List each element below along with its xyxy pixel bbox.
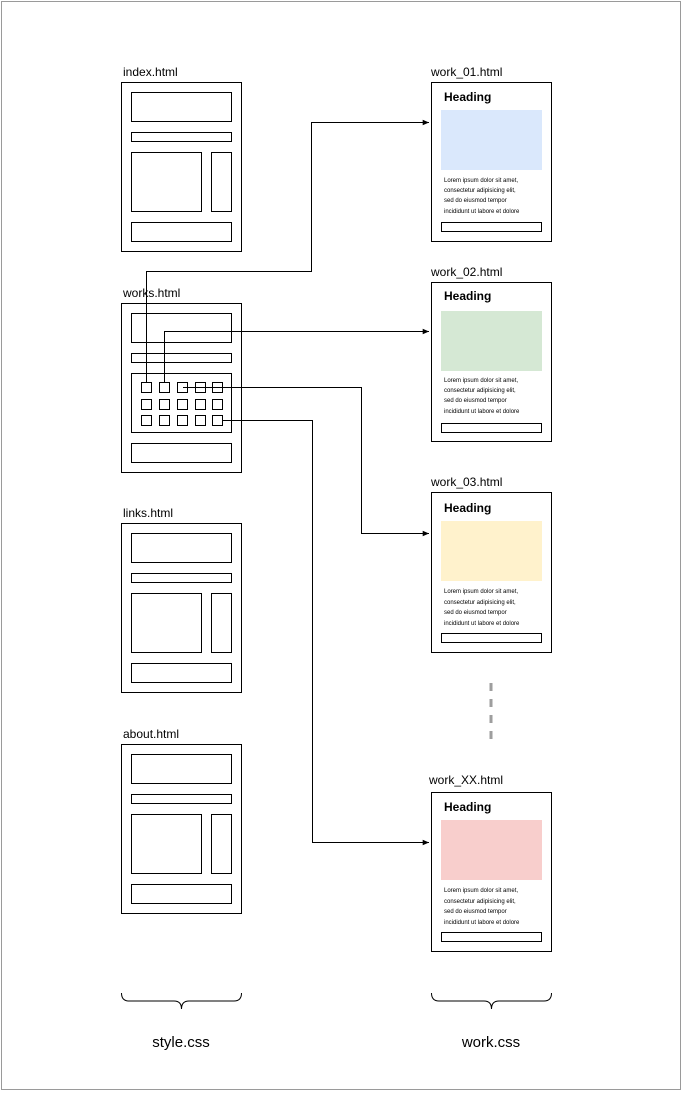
work-thumbnail	[177, 415, 188, 426]
work-css-label: work.css	[461, 1034, 520, 1051]
work-page-label: work_XX.html	[428, 773, 503, 787]
work-body-line: Lorem ipsum dolor sit amet,	[444, 378, 518, 384]
work-body-line: incididunt ut labore et dolore	[444, 621, 520, 627]
link-arrow-work-01	[146, 119, 429, 383]
main-content-block	[131, 814, 202, 874]
style-css-brace	[121, 992, 242, 1010]
work-body-line: consectetur adipisicing elit,	[444, 388, 516, 394]
nav-bar	[131, 132, 232, 142]
link-arrow-work-03	[183, 387, 429, 537]
header-block	[131, 533, 232, 563]
work-body-line: incididunt ut labore et dolore	[444, 409, 520, 415]
work-footer-bar	[441, 932, 542, 942]
work-xx-page-wireframe: work_XX.html Heading Lorem ipsum dolor s…	[428, 773, 552, 952]
work-body-line: incididunt ut labore et dolore	[444, 209, 520, 215]
work-01-page-wireframe: work_01.html Heading Lorem ipsum dolor s…	[430, 65, 552, 242]
work-heading: Heading	[444, 289, 491, 303]
about-page-wireframe: about.html	[121, 727, 242, 914]
sidebar-block	[211, 814, 232, 874]
links-page-wireframe: links.html	[121, 506, 242, 693]
work-page-label: work_01.html	[430, 65, 502, 79]
nav-bar	[131, 353, 232, 363]
work-heading: Heading	[444, 800, 491, 814]
work-body-line: Lorem ipsum dolor sit amet,	[444, 589, 518, 595]
footer-block	[131, 222, 232, 242]
page-outline	[121, 744, 242, 914]
work-body-line: consectetur adipisicing elit,	[444, 600, 516, 606]
work-thumbnail	[159, 382, 170, 393]
header-block	[131, 92, 232, 122]
work-body-line: Lorem ipsum dolor sit amet,	[444, 888, 518, 894]
work-thumbnail	[159, 399, 170, 410]
main-content-block	[131, 593, 202, 653]
link-arrow-work-02	[164, 328, 429, 383]
work-image-placeholder	[441, 110, 542, 170]
work-thumbnail	[212, 399, 223, 410]
main-content-block	[131, 152, 202, 212]
footer-block	[131, 443, 232, 463]
work-thumbnail	[195, 399, 206, 410]
work-body-line: sed do eiusmod tempor	[444, 610, 507, 616]
nav-bar	[131, 573, 232, 583]
work-body-line: consectetur adipisicing elit,	[444, 899, 516, 905]
link-arrow-work-xx	[223, 420, 429, 846]
work-heading: Heading	[444, 90, 491, 104]
works-grid-block	[131, 373, 232, 433]
work-thumbnail	[177, 399, 188, 410]
work-image-placeholder	[441, 820, 542, 880]
work-body-line: Lorem ipsum dolor sit amet,	[444, 178, 518, 184]
header-block	[131, 313, 232, 343]
works-page-label: works.html	[122, 286, 180, 300]
work-thumbnail	[141, 415, 152, 426]
about-page-label: about.html	[123, 727, 179, 741]
work-footer-bar	[441, 423, 542, 433]
header-block	[131, 754, 232, 784]
work-page-label: work_03.html	[430, 475, 502, 489]
work-thumbnail	[141, 382, 152, 393]
style-css-label: style.css	[152, 1034, 210, 1051]
footer-block	[131, 663, 232, 683]
work-body-line: sed do eiusmod tempor	[444, 398, 507, 404]
sidebar-block	[211, 152, 232, 212]
sidebar-block	[211, 593, 232, 653]
work-thumbnail	[195, 415, 206, 426]
links-page-label: links.html	[123, 506, 173, 520]
work-03-page-wireframe: work_03.html Heading Lorem ipsum dolor s…	[430, 475, 552, 653]
index-page-wireframe: index.html	[121, 65, 242, 252]
work-body-line: consectetur adipisicing elit,	[444, 188, 516, 194]
work-image-placeholder	[441, 521, 542, 581]
work-css-brace	[431, 992, 552, 1010]
work-body-line: sed do eiusmod tempor	[444, 198, 507, 204]
work-body-line: sed do eiusmod tempor	[444, 909, 507, 915]
work-image-placeholder	[441, 311, 542, 371]
work-footer-bar	[441, 222, 542, 232]
work-footer-bar	[441, 633, 542, 643]
work-heading: Heading	[444, 501, 491, 515]
work-thumbnail	[141, 399, 152, 410]
work-thumbnail	[159, 415, 170, 426]
footer-block	[131, 884, 232, 904]
works-page-wireframe: works.html	[121, 286, 242, 473]
work-thumbnail	[212, 415, 223, 426]
nav-bar	[131, 794, 232, 804]
work-page-label: work_02.html	[430, 265, 502, 279]
page-outline	[121, 82, 242, 252]
page-outline	[121, 523, 242, 693]
work-02-page-wireframe: work_02.html Heading Lorem ipsum dolor s…	[430, 265, 552, 442]
index-page-label: index.html	[123, 65, 178, 79]
work-body-line: incididunt ut labore et dolore	[444, 920, 520, 926]
